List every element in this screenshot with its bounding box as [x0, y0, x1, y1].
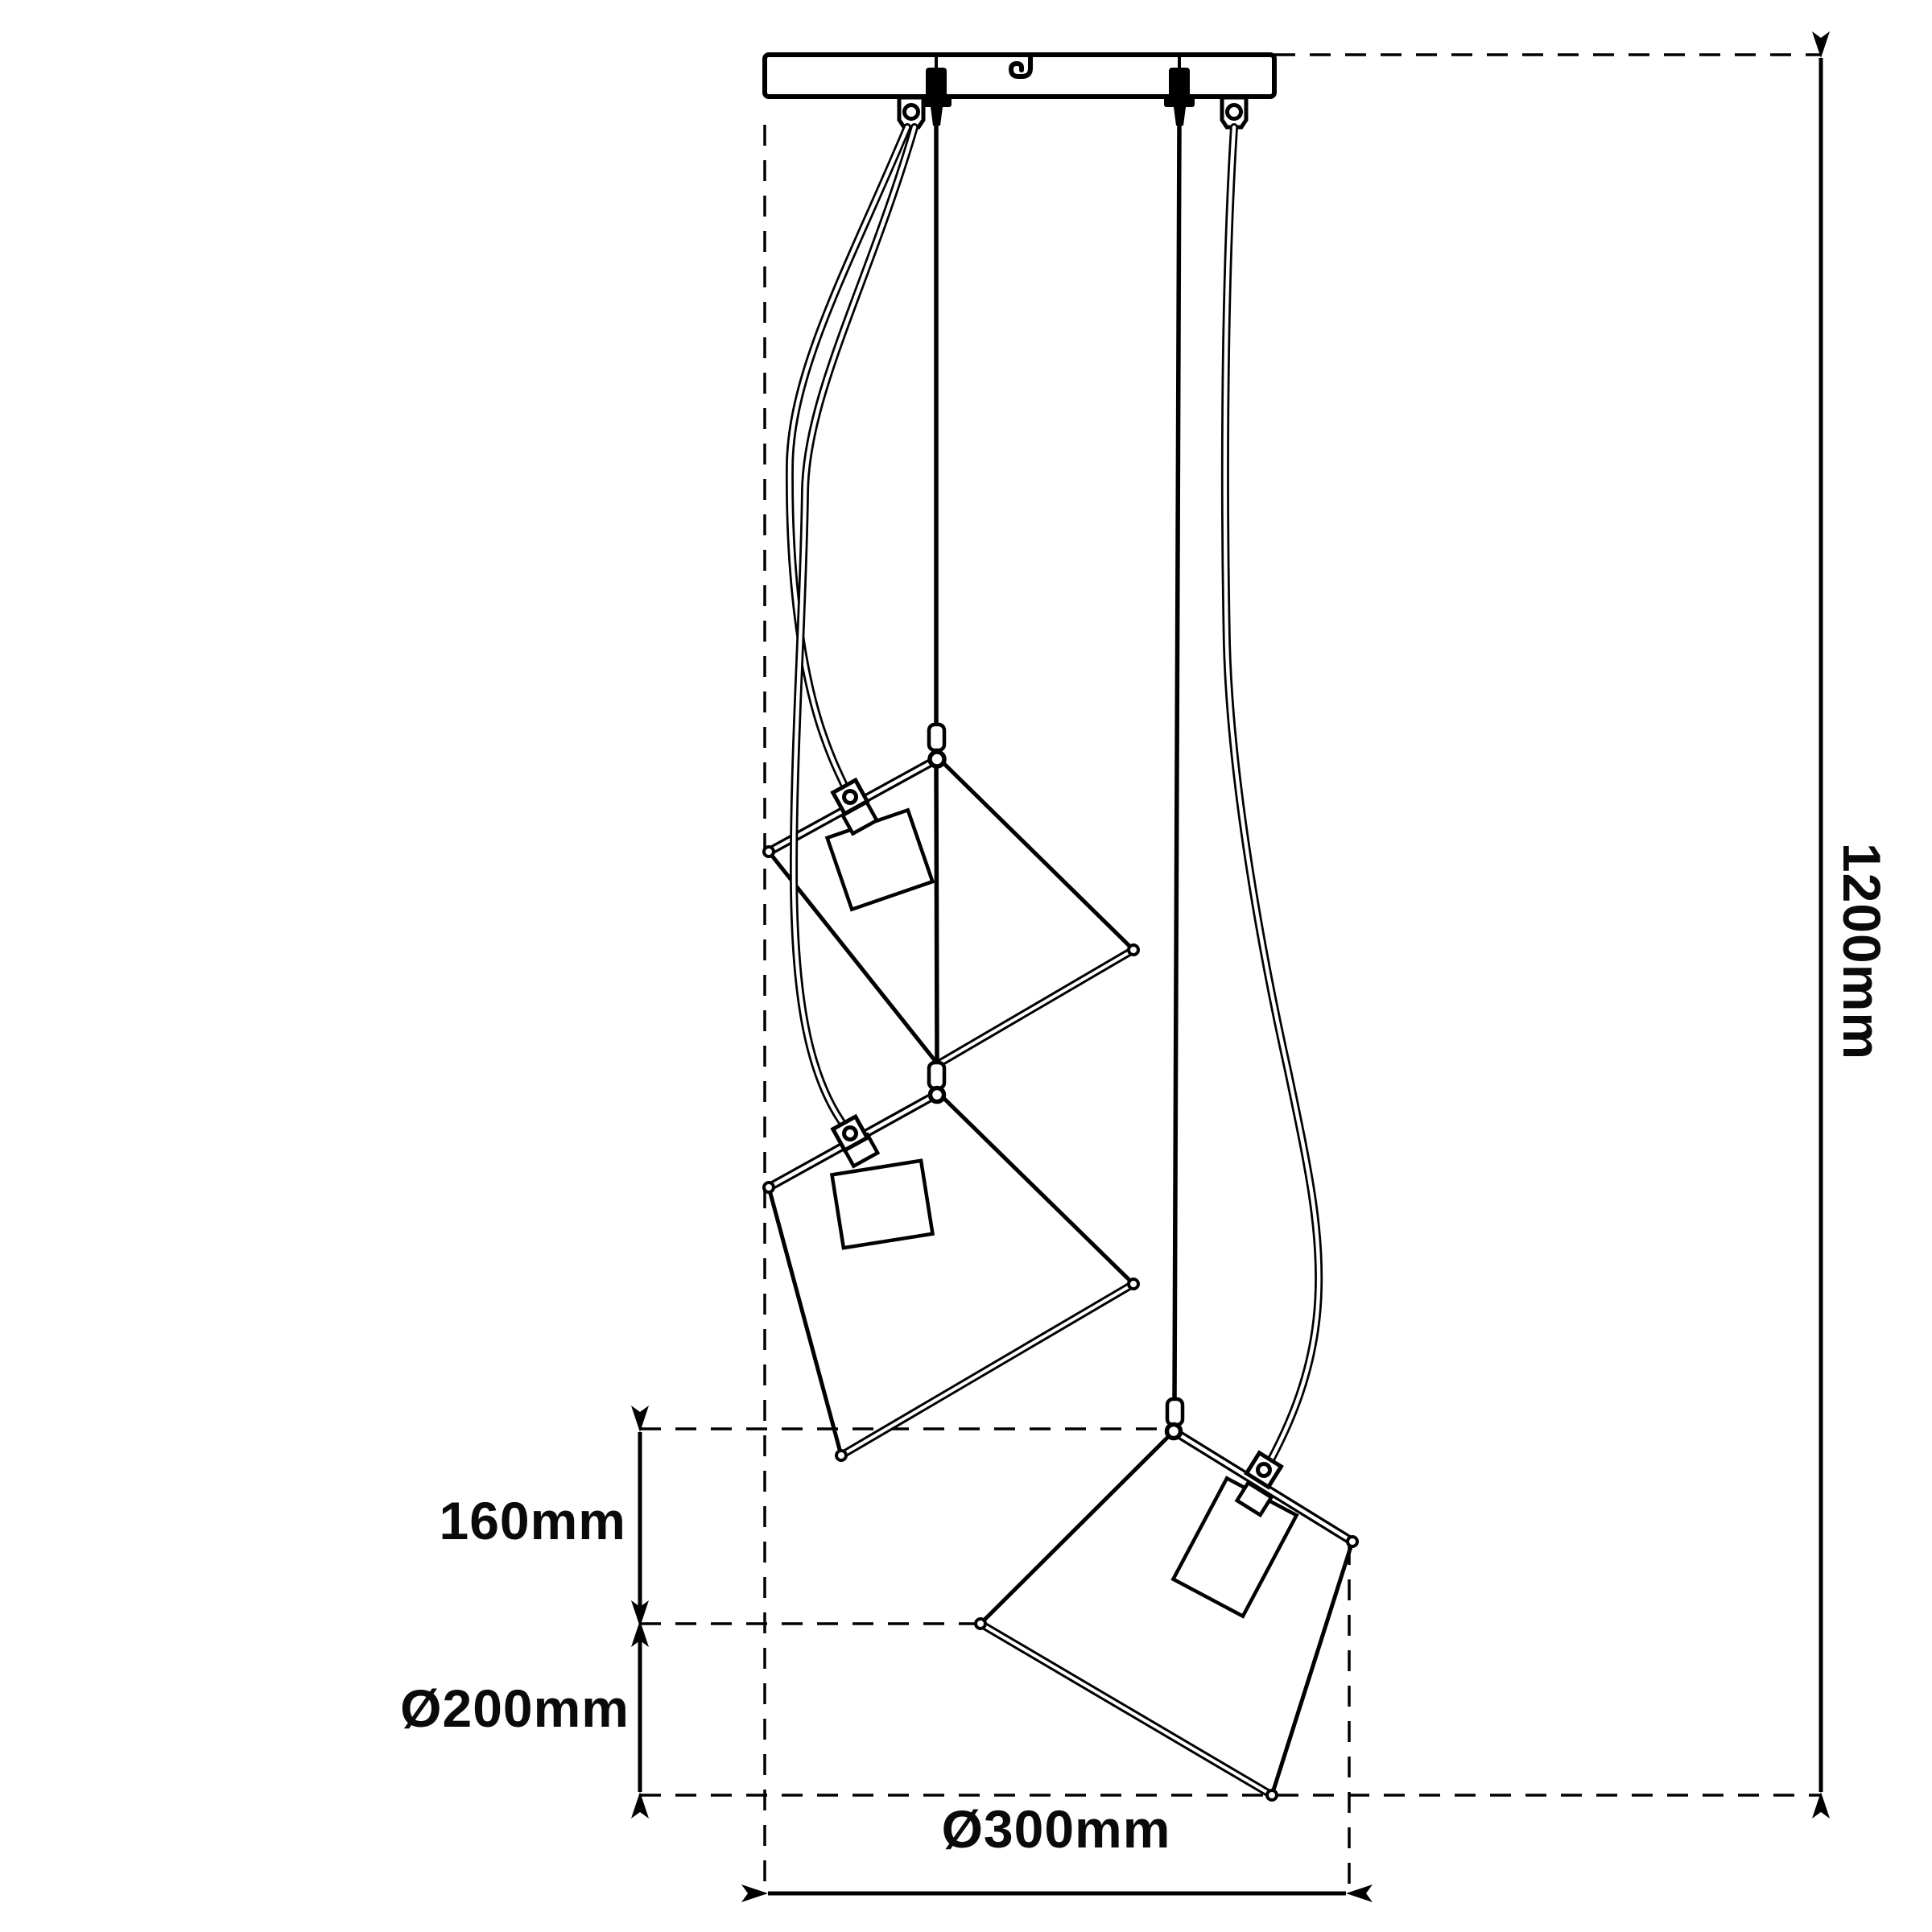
dimension-lines — [631, 31, 1830, 1902]
hanger-hook — [1164, 1422, 1183, 1441]
socket-bracket-upper — [830, 777, 870, 817]
shade-internals — [824, 777, 1299, 1619]
bulb-panel-upper — [824, 807, 935, 912]
hanger-eyelet-left — [897, 95, 926, 130]
rim-corner-ball — [974, 1617, 987, 1630]
socket-bracket-middle — [830, 1113, 870, 1154]
pendant-shade-upper — [762, 754, 1140, 1068]
dim-label-shade-diameter: Ø200mm — [400, 1678, 630, 1738]
dim-label-suspension-drop: 160mm — [439, 1491, 626, 1550]
rim-corner-ball — [1346, 1535, 1359, 1548]
rim-corner-ball — [835, 1449, 848, 1462]
lamp-holder-lower — [1234, 1480, 1274, 1518]
cable-gland-left — [921, 55, 952, 126]
hanger-ring — [927, 749, 947, 769]
rim-corner-ball — [1127, 1278, 1140, 1290]
rim-corner-ball — [762, 1181, 775, 1194]
bulb-panel-middle — [829, 1158, 935, 1250]
ceiling-canopy — [762, 52, 1277, 130]
cord-stopper — [927, 1060, 947, 1091]
rim-corner-ball — [1127, 943, 1140, 956]
pendant-shade-middle — [762, 1089, 1140, 1462]
cable-gland-right — [1164, 55, 1195, 126]
pendant-shade-lower — [974, 1427, 1359, 1802]
dim-label-fixture-spread: Ø300mm — [941, 1799, 1171, 1859]
hanger-eyelet-right — [1220, 95, 1249, 130]
rim-corner-ball — [1265, 1789, 1278, 1802]
right-suspension-cable — [1172, 122, 1182, 1402]
canopy-hook-icon — [1008, 55, 1033, 79]
socket-bracket-lower — [1244, 1450, 1284, 1490]
rim-corner-ball — [762, 845, 775, 858]
cord-stopper — [927, 722, 947, 753]
hanger-hook — [927, 1085, 947, 1104]
cable-to-middle-shade — [789, 123, 919, 1131]
dim-label-overall-height: 1200mm — [1832, 842, 1892, 1061]
straight-cables — [927, 122, 1185, 1441]
curved-cables — [785, 123, 1323, 1474]
cord-stopper — [1165, 1397, 1185, 1427]
reference-dashed-lines — [640, 53, 1821, 1893]
